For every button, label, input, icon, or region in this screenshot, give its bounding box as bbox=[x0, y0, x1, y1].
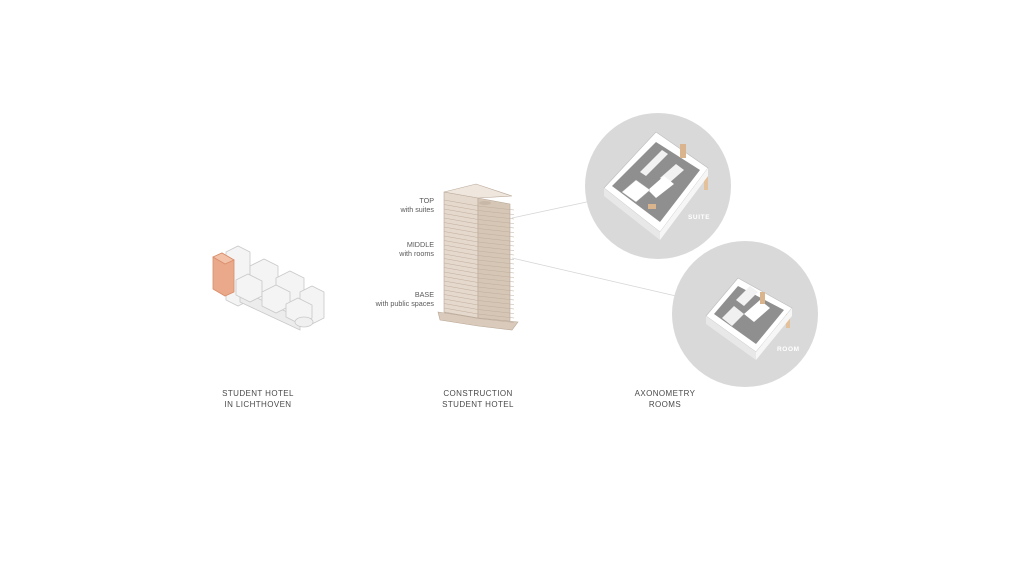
tower-floor-line bbox=[443, 231, 479, 238]
tower-balcony-line bbox=[477, 228, 515, 233]
tower-floor-line bbox=[443, 267, 479, 274]
tower-caption-line2: STUDENT HOTEL bbox=[442, 400, 514, 409]
tower-floor-line bbox=[443, 294, 479, 301]
rooms-caption-line2: ROOMS bbox=[648, 400, 682, 409]
tower-balcony-line bbox=[477, 259, 515, 265]
tower-floor-line bbox=[443, 303, 479, 310]
rooms-caption-line1: AXONOMETRY bbox=[634, 389, 696, 398]
tier-middle-label: MIDDLE with rooms bbox=[399, 240, 434, 258]
room-axonometry bbox=[672, 241, 818, 387]
tower-balcony-line bbox=[477, 223, 515, 229]
tower-floor-line bbox=[443, 235, 479, 243]
tower-balcony-line bbox=[477, 295, 515, 301]
tower-caption: CONSTRUCTION STUDENT HOTEL bbox=[428, 388, 528, 410]
tower-floor-line bbox=[443, 208, 479, 216]
tower-floor-line bbox=[443, 271, 479, 279]
tower-floor-line bbox=[443, 262, 479, 270]
tower-balcony-line bbox=[477, 237, 515, 242]
tower-floor-line bbox=[443, 222, 479, 229]
tower-balcony-line bbox=[477, 241, 515, 247]
tower-balcony-line bbox=[477, 313, 515, 319]
tower-balcony-line bbox=[477, 219, 515, 224]
tower-balcony-line bbox=[477, 268, 515, 274]
tower-floor-line bbox=[443, 213, 479, 220]
tower-balcony-line bbox=[477, 205, 515, 211]
tier-middle-subtitle: with rooms bbox=[399, 249, 434, 258]
tower-balcony-line bbox=[477, 300, 515, 305]
tower-balcony-line bbox=[477, 282, 515, 287]
tower-balcony-line bbox=[477, 309, 515, 314]
tier-base-label: BASE with public spaces bbox=[376, 290, 434, 308]
rooms-caption: AXONOMETRY ROOMS bbox=[615, 388, 715, 410]
tier-top-subtitle: with suites bbox=[400, 205, 434, 214]
site-caption-line2: IN LICHTHOVEN bbox=[224, 400, 292, 409]
tower-floor-line bbox=[443, 217, 479, 225]
tower-floor-line bbox=[443, 258, 479, 265]
tower-floor-line bbox=[443, 199, 479, 207]
tower-floor-line bbox=[443, 276, 479, 283]
site-model bbox=[212, 245, 325, 331]
tower-floor-line bbox=[443, 226, 479, 234]
tier-top-title: TOP bbox=[419, 196, 434, 205]
tower-balcony-line bbox=[477, 255, 515, 260]
tower-floor-line bbox=[443, 307, 479, 315]
tower-balcony-line bbox=[477, 304, 515, 310]
tower-balcony-line bbox=[477, 210, 515, 215]
tier-middle-title: MIDDLE bbox=[406, 240, 434, 249]
tower-caption-line1: CONSTRUCTION bbox=[443, 389, 513, 398]
tier-base-title: BASE bbox=[414, 290, 434, 299]
tower-floor-line bbox=[443, 289, 479, 297]
tower-balcony-line bbox=[477, 318, 515, 323]
tower-floor-line bbox=[443, 253, 479, 261]
tower-floor-line bbox=[443, 280, 479, 288]
suite-axonometry bbox=[585, 113, 731, 259]
tier-base-subtitle: with public spaces bbox=[375, 299, 434, 308]
suite-label: SUITE bbox=[688, 214, 711, 221]
tower-floor-line bbox=[443, 312, 479, 319]
tower-balcony-line bbox=[477, 246, 515, 251]
tower-floor-line bbox=[443, 285, 479, 292]
tower-balcony-line bbox=[477, 264, 515, 269]
tower-model bbox=[437, 183, 519, 331]
tower-balcony-line bbox=[477, 286, 515, 292]
site-caption: STUDENT HOTEL IN LICHTHOVEN bbox=[208, 388, 308, 410]
tower-floor-line bbox=[443, 240, 479, 247]
tower-balcony-line bbox=[477, 232, 515, 238]
tier-top-label: TOP with suites bbox=[400, 196, 434, 214]
tower-balcony-line bbox=[477, 277, 515, 283]
tower-balcony-line bbox=[477, 214, 515, 220]
tower-balcony-line bbox=[477, 273, 515, 278]
tower-floor-line bbox=[443, 204, 479, 211]
site-caption-line1: STUDENT HOTEL bbox=[222, 389, 294, 398]
tower-floor-line bbox=[443, 244, 479, 252]
room-label: ROOM bbox=[777, 346, 800, 353]
leader-lines bbox=[511, 199, 677, 297]
tower-balcony-line bbox=[477, 250, 515, 256]
tower-floor-line bbox=[443, 298, 479, 306]
tower-balcony-line bbox=[477, 291, 515, 296]
tower-floor-line bbox=[443, 249, 479, 256]
